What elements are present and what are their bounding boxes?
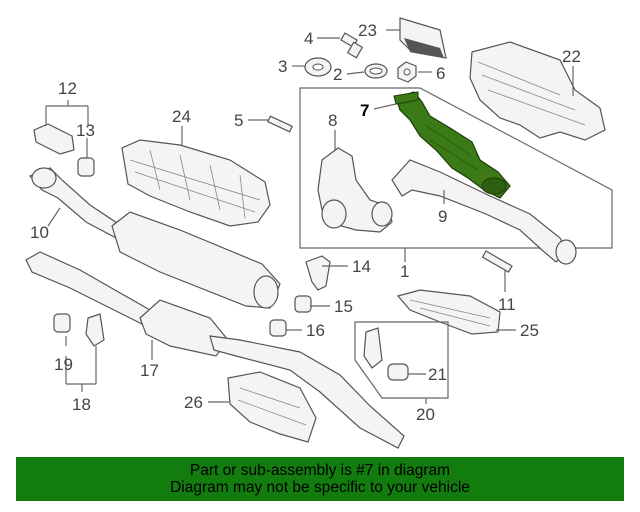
part-22-heat-shield[interactable]: [469, 41, 606, 141]
callout-14: 14: [352, 257, 371, 276]
callout-24: 24: [172, 107, 191, 126]
banner-line-2: Diagram may not be specific to your vehi…: [170, 479, 470, 496]
callout-7: 7: [360, 101, 369, 120]
assembly-outline-1: [299, 87, 613, 249]
callout-17: 17: [140, 361, 159, 380]
callout-4: 4: [304, 29, 313, 48]
callout-20: 20: [416, 405, 435, 424]
part-12-bracket[interactable]: [33, 123, 75, 155]
part-13-isolator[interactable]: [77, 157, 95, 177]
callout-16: 16: [306, 321, 325, 340]
part-3-gasket[interactable]: [304, 57, 332, 77]
part-20-bracket[interactable]: [363, 327, 383, 369]
part-21-isolator[interactable]: [387, 363, 409, 381]
callout-6: 6: [436, 64, 445, 83]
callout-26: 26: [184, 393, 203, 412]
exhaust-parts-diagram: 4 23 3 2 6 22 12 24 5 7 8 13 9 10 1 14 1…: [25, 17, 613, 449]
part-2-gasket[interactable]: [364, 63, 388, 79]
callout-9: 9: [438, 207, 447, 226]
part-15-isolator[interactable]: [294, 295, 312, 313]
callout-1: 1: [400, 262, 409, 281]
callout-11: 11: [498, 295, 516, 314]
callout-2: 2: [333, 65, 342, 84]
part-18-bracket[interactable]: [85, 313, 105, 347]
part-8-converter[interactable]: [317, 147, 393, 233]
callout-22: 22: [562, 47, 581, 66]
callout-25: 25: [520, 321, 539, 340]
part-5-stud[interactable]: [267, 115, 293, 133]
part-25-heat-shield[interactable]: [396, 289, 501, 335]
assembly-outline-20: [354, 321, 449, 399]
callout-10: 10: [30, 223, 49, 242]
callout-21: 21: [428, 365, 447, 384]
callout-13: 13: [76, 121, 95, 140]
part-4-sensor[interactable]: [340, 32, 364, 59]
callout-8: 8: [328, 111, 337, 130]
callout-19: 19: [54, 355, 73, 374]
callout-5: 5: [234, 111, 243, 130]
callout-23: 23: [358, 21, 377, 40]
part-14-bracket[interactable]: [305, 255, 331, 291]
callout-18: 18: [72, 395, 91, 414]
part-19-isolator[interactable]: [53, 313, 71, 333]
part-7-catalytic-converter[interactable]: [393, 91, 511, 199]
part-11-bolt[interactable]: [481, 250, 513, 273]
part-6-nut[interactable]: [397, 61, 417, 83]
part-24-heat-shield[interactable]: [121, 139, 271, 227]
leader-lines: [45, 29, 574, 404]
part-23-bracket[interactable]: [399, 17, 447, 59]
muffler-front[interactable]: [111, 211, 281, 309]
info-banner: Part or sub-assembly is #7 in diagram Di…: [16, 457, 624, 501]
callout-numbers: 4 23 3 2 6 22 12 24 5 7 8 13 9 10 1 14 1…: [30, 21, 581, 424]
part-16-isolator[interactable]: [269, 319, 287, 337]
callout-3: 3: [278, 57, 287, 76]
part-26-heat-shield[interactable]: [227, 371, 317, 443]
callout-12: 12: [58, 79, 77, 98]
banner-line-1: Part or sub-assembly is #7 in diagram: [189, 462, 451, 479]
part-9-pipe[interactable]: [391, 159, 577, 265]
callout-15: 15: [334, 297, 353, 316]
part-17-rear-pipe[interactable]: [25, 251, 405, 449]
